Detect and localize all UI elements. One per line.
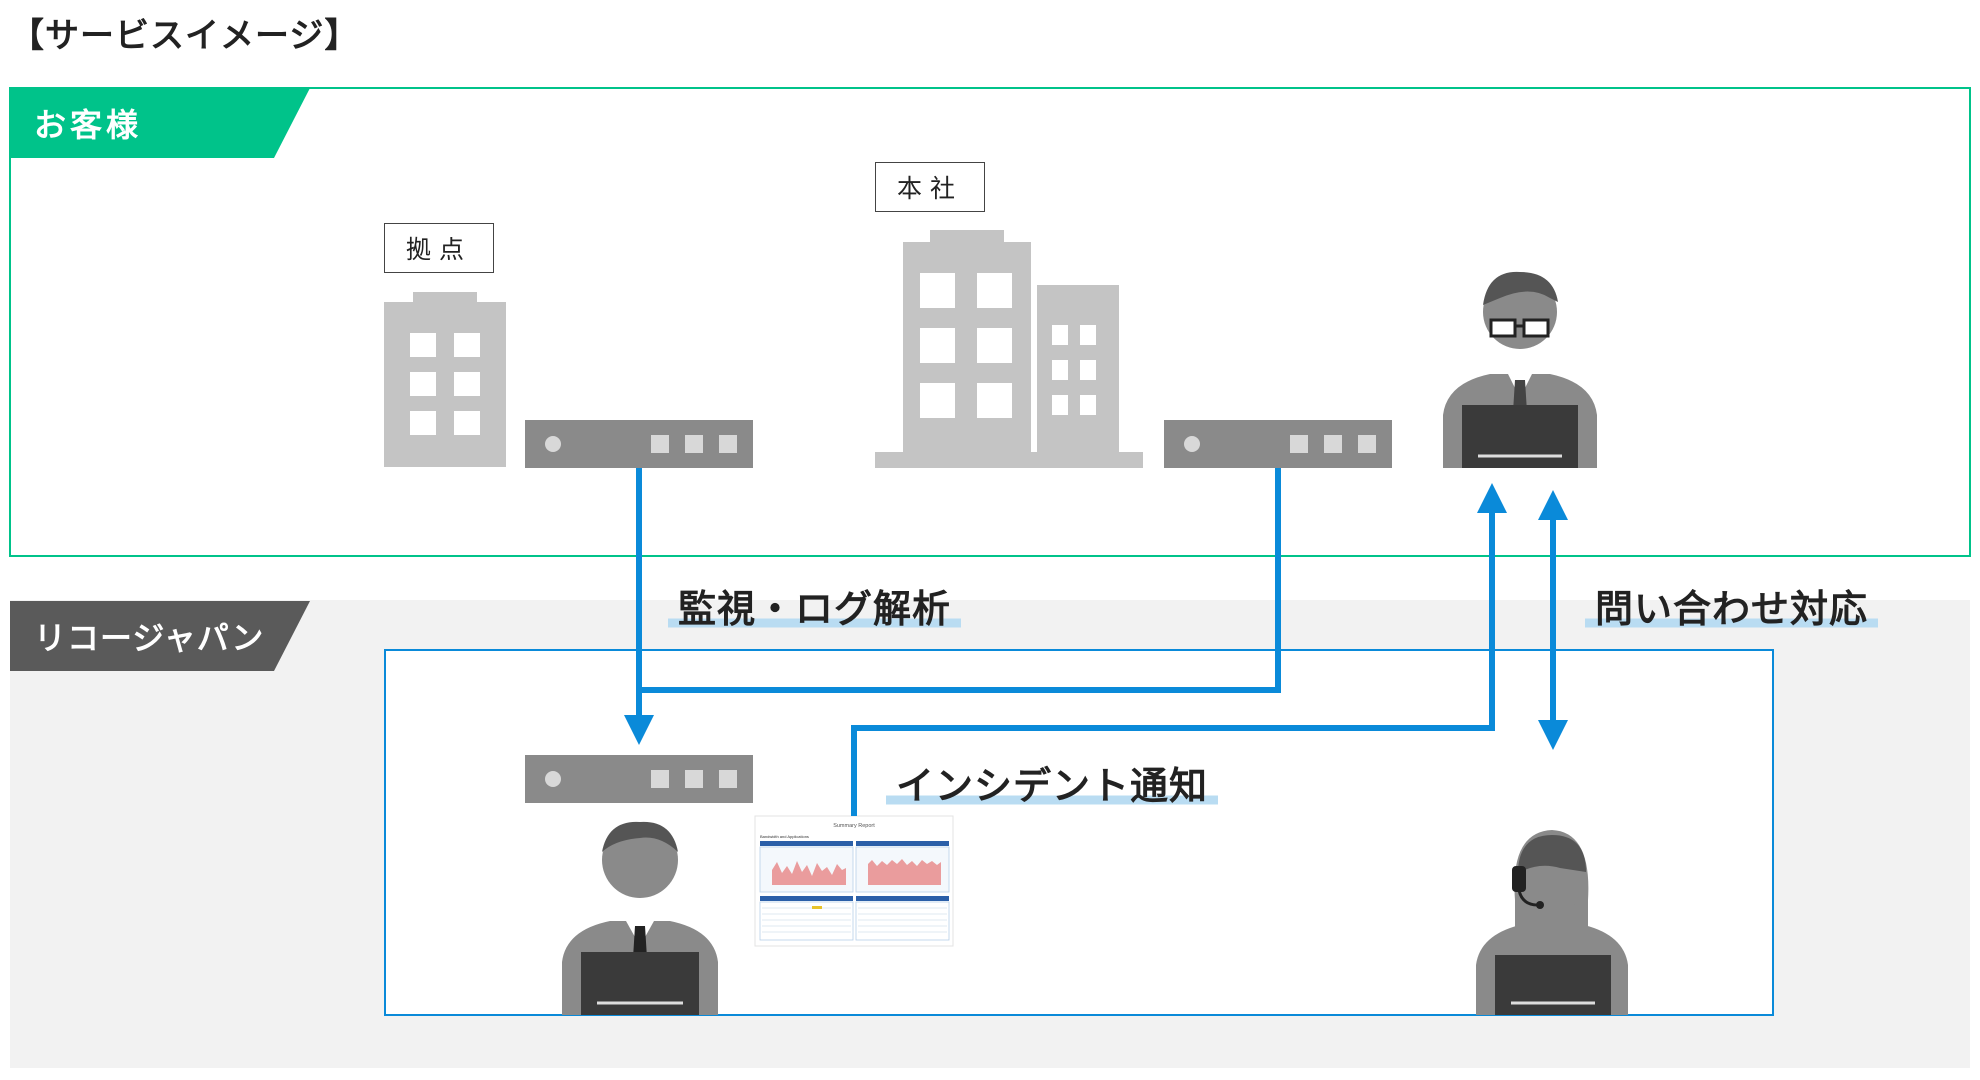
monitoring-label: 監視・ログ解析 (668, 578, 962, 633)
monitoring-flow-arrows (624, 468, 1281, 745)
branch-router-icon (525, 420, 753, 468)
customer-section-tag: お客様 (10, 88, 310, 158)
incident-flow-arrow (851, 483, 1507, 816)
report-title: Summary Report (833, 823, 875, 829)
hq-router-icon (1164, 420, 1392, 468)
ricoh-section-tag: リコージャパン (10, 601, 310, 671)
ricoh-operator-icon (562, 821, 718, 1015)
hq-building-icon (875, 230, 1143, 468)
summary-report-thumbnail: Summary Report Bandwidth and Application… (754, 815, 954, 947)
hq-label: 本社 (875, 162, 985, 212)
report-panel-title-1: Bandwidth and Applications (760, 834, 809, 839)
customer-person-icon (1443, 271, 1597, 468)
inquiry-label: 問い合わせ対応 (1585, 578, 1879, 633)
branch-label: 拠点 (384, 223, 494, 273)
page-title: 【サービスイメージ】 (10, 16, 360, 56)
ricoh-support-agent-icon (1476, 830, 1628, 1015)
ricoh-router-icon (525, 755, 753, 803)
branch-building-icon (384, 292, 506, 467)
incident-label: インシデント通知 (886, 755, 1219, 810)
